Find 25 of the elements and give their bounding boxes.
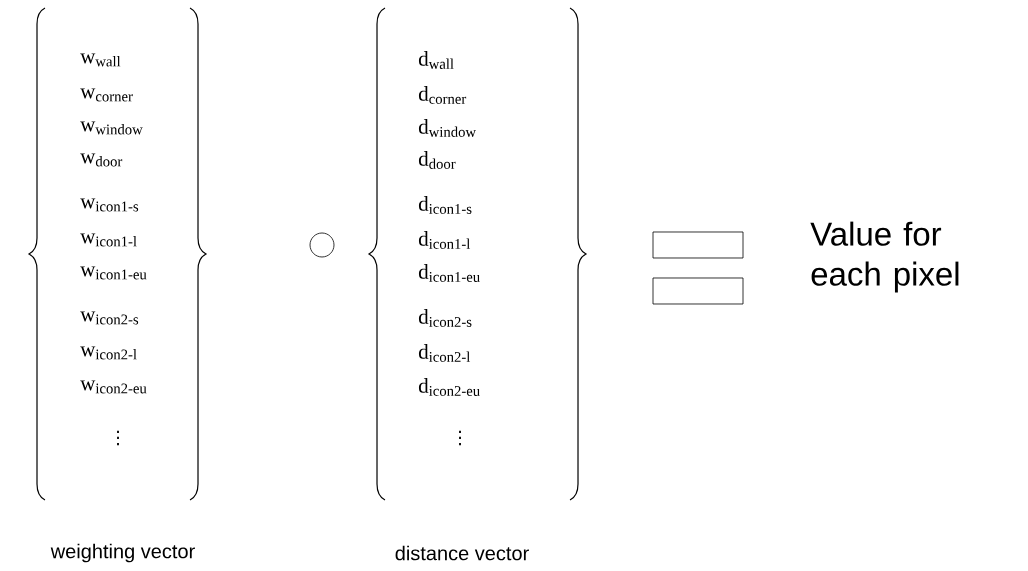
vertical-ellipsis: ⋮ [117, 430, 119, 446]
result-text: Value for each pixel [810, 221, 959, 293]
vector-entry: d$_{corner}$ [418, 86, 467, 104]
vector-entry: w$_{door}$ [80, 153, 123, 167]
vector-entry: d$_{icon2-eu}$ [418, 378, 480, 396]
vector-entry: w$_{icon2-s}$ [80, 311, 139, 325]
vector-entry: w$_{icon1-s}$ [80, 198, 139, 212]
vector-entry: d$_{wall}$ [418, 51, 454, 69]
vector-entry: d$_{icon1-l}$ [418, 231, 471, 249]
vector-entry: d$_{icon2-l}$ [418, 344, 471, 362]
vector-entry: d$_{icon1-s}$ [418, 196, 472, 214]
vector-caption: distance vector [395, 545, 529, 561]
vector-entry: d$_{icon1-eu}$ [418, 264, 480, 282]
vector-entry: w$_{corner}$ [80, 88, 133, 102]
vector-entry: d$_{window}$ [418, 119, 476, 137]
vertical-ellipsis: ⋮ [459, 430, 461, 446]
vector-entry: w$_{wall}$ [80, 53, 121, 67]
vector-entry: w$_{icon2-eu}$ [80, 380, 147, 394]
vector-entry: w$_{icon1-eu}$ [80, 266, 147, 280]
vector-entry: w$_{window}$ [80, 121, 143, 135]
vector-caption: weighting vector [50, 543, 195, 563]
vector-entry: w$_{icon1-l}$ [80, 233, 137, 247]
vector-entry: w$_{icon2-l}$ [80, 346, 137, 360]
vector-entry: d$_{icon2-s}$ [418, 309, 472, 327]
vector-entry: d$_{door}$ [418, 151, 456, 169]
